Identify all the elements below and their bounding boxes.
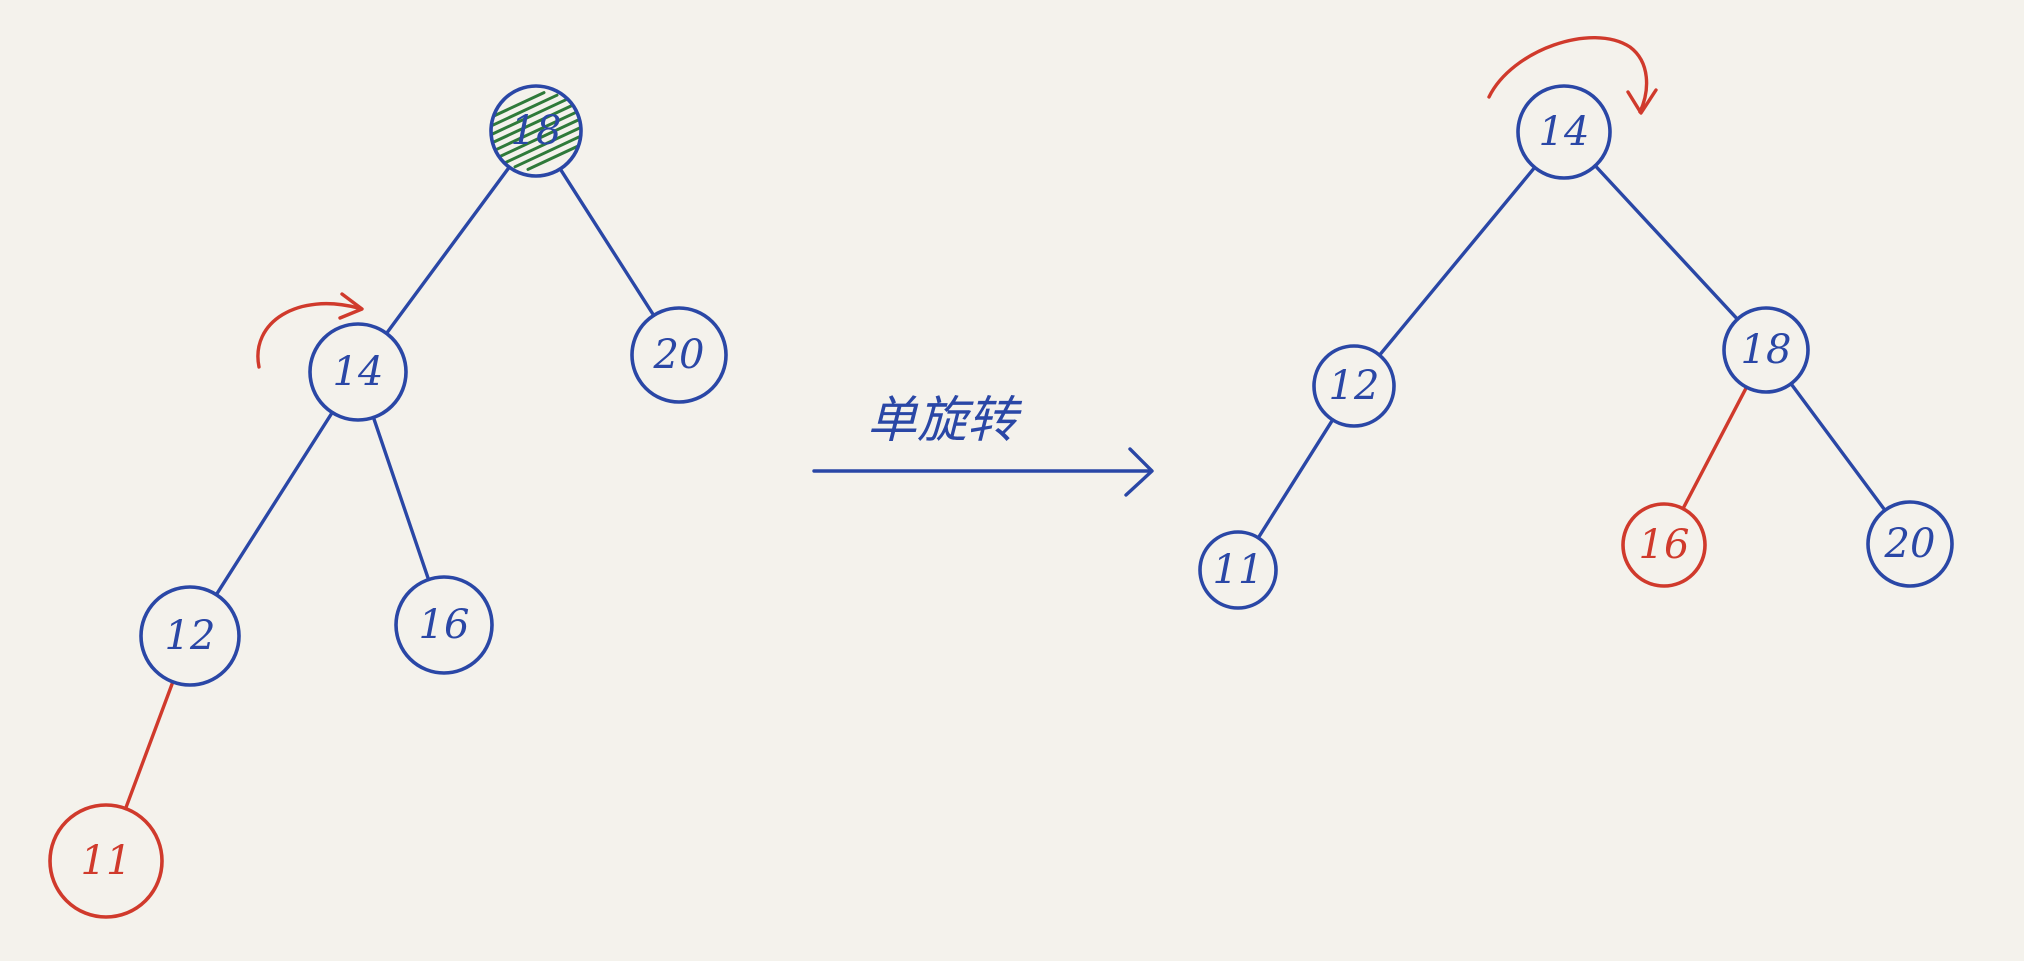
after_tree-node-12: 12 xyxy=(1312,344,1396,428)
hatch-line xyxy=(491,96,572,156)
nodes-layer: 18 14 20 12 16 11 14 12 18 11 16 20 xyxy=(48,84,1954,919)
before_tree-node-11: 11 xyxy=(48,803,164,919)
after_tree-node-ring xyxy=(1621,502,1707,588)
after_tree-edge-a18-a16 xyxy=(1681,385,1749,511)
after_tree-node-label: 14 xyxy=(1539,109,1590,155)
before_tree-node-20: 20 xyxy=(630,306,728,404)
after_tree-node-label: 16 xyxy=(1639,522,1690,568)
rotation-arrow-left-head xyxy=(338,292,364,320)
before_tree-node-label: 16 xyxy=(419,602,470,648)
rotation-arrow-right-head xyxy=(1626,88,1658,115)
before_tree-node-label: 14 xyxy=(333,349,384,395)
hatch-line xyxy=(526,111,581,171)
after_tree-node-ring xyxy=(1722,306,1810,394)
rotation-arrow-left xyxy=(256,302,360,369)
after_tree-node-18: 18 xyxy=(1722,306,1810,394)
after_tree-edge-a14-a12 xyxy=(1377,165,1537,357)
before_tree-edge-b18-b14 xyxy=(384,165,511,336)
before_tree-node-14: 14 xyxy=(308,322,408,422)
before_tree-node-ring xyxy=(394,575,494,675)
hatch-line xyxy=(500,106,581,166)
after_tree-edge-a14-a18 xyxy=(1593,164,1740,321)
hatch-line xyxy=(491,91,546,151)
after_tree-node-20: 20 xyxy=(1866,500,1954,588)
after_tree-node-16: 16 xyxy=(1621,502,1707,588)
before_tree-node-ring xyxy=(139,585,241,687)
before_tree-edge-b12-b11 xyxy=(123,680,175,811)
before_tree-node-label: 20 xyxy=(653,332,705,378)
transform-arrow-head xyxy=(1124,447,1154,497)
after_tree-edge-a12-a11 xyxy=(1256,418,1335,540)
after_tree-node-ring xyxy=(1312,344,1396,428)
hatch-line xyxy=(491,93,559,153)
before_tree-node-18: 18 xyxy=(489,84,583,178)
after_tree-edge-a18-a20 xyxy=(1789,382,1887,512)
edges-layer xyxy=(123,164,1887,811)
before_tree-node-ring xyxy=(630,306,728,404)
rotation-arrow-right xyxy=(1487,36,1649,114)
after_tree-node-label: 11 xyxy=(1213,547,1264,593)
hatch-line xyxy=(491,98,581,158)
before_tree-node-label: 12 xyxy=(165,613,216,659)
rotation-caption: 单旋转 xyxy=(867,391,1023,449)
after_tree-node-ring xyxy=(1516,84,1612,180)
after_tree-node-label: 20 xyxy=(1884,521,1936,567)
before_tree-node-16: 16 xyxy=(394,575,494,675)
before_tree-node-ring xyxy=(48,803,164,919)
hatch-line xyxy=(513,109,581,169)
before_tree-edge-b18-b20 xyxy=(558,167,656,318)
after_tree-node-label: 12 xyxy=(1329,363,1380,409)
before_tree-node-ring xyxy=(489,84,583,178)
after_tree-node-ring xyxy=(1866,500,1954,588)
before_tree-edge-b14-b16 xyxy=(371,415,431,582)
after_tree-node-14: 14 xyxy=(1516,84,1612,180)
after_tree-node-ring xyxy=(1198,530,1278,610)
after_tree-node-11: 11 xyxy=(1198,530,1278,610)
before_tree-node-12: 12 xyxy=(139,585,241,687)
before_tree-edge-b14-b12 xyxy=(214,410,334,597)
before_tree-node-label: 11 xyxy=(81,838,132,884)
before_tree-node-label: 18 xyxy=(511,108,562,154)
before_tree-node-ring xyxy=(308,322,408,422)
hatch-line xyxy=(491,104,581,164)
after_tree-node-label: 18 xyxy=(1741,327,1792,373)
